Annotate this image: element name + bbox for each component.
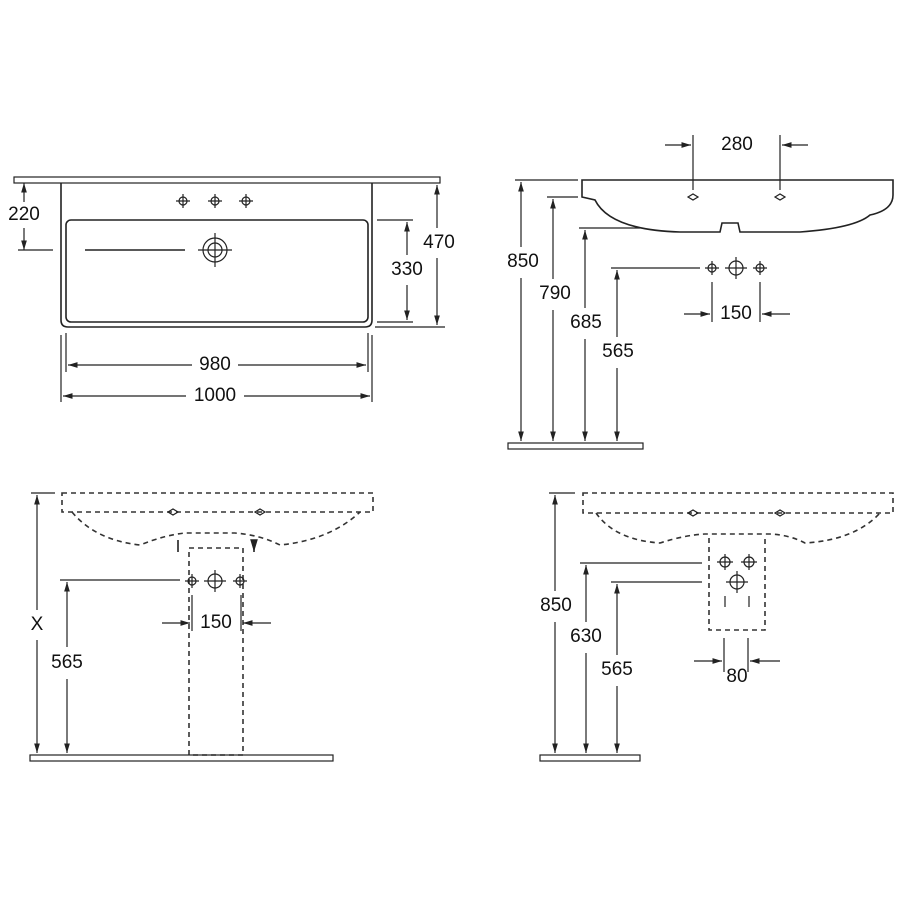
wall-line xyxy=(13,176,441,184)
dim-850-side: 850 xyxy=(507,251,539,272)
tap-holes-front xyxy=(686,509,787,517)
dim-150-front: 150 xyxy=(200,612,232,633)
dim-150-side: 150 xyxy=(720,303,752,324)
top-view: 220 330 470 980 1000 xyxy=(8,176,455,406)
dim-565-front: 565 xyxy=(51,652,83,673)
dim-565-siphon: 565 xyxy=(601,659,633,680)
basin-profile xyxy=(581,179,894,233)
dim-630: 630 xyxy=(570,626,602,647)
front-view-siphon: 850 630 565 80 xyxy=(539,492,894,762)
dim-685: 685 xyxy=(570,312,602,333)
dim-280: 280 xyxy=(721,134,753,155)
basin-outline xyxy=(60,183,373,328)
dim-220: 220 xyxy=(8,204,40,225)
dim-850-siphon: 850 xyxy=(540,595,572,616)
pedestal-dashed xyxy=(188,547,244,756)
dim-980: 980 xyxy=(199,354,231,375)
basin-outline-dashed xyxy=(61,492,374,513)
drain-icon xyxy=(198,233,232,267)
tap-holes-front xyxy=(166,508,267,516)
dim-470: 470 xyxy=(423,232,455,253)
tap-holes-side xyxy=(686,193,787,201)
tap-holes xyxy=(176,194,253,208)
supply-valves xyxy=(717,554,757,607)
floor-line xyxy=(507,442,644,450)
floor-line xyxy=(29,754,334,762)
siphon-dashed xyxy=(708,538,766,631)
supply-valves xyxy=(185,570,247,592)
dim-330: 330 xyxy=(391,259,423,280)
front-view-pedestal: X 565 150 xyxy=(29,492,374,762)
bowl-outline xyxy=(65,219,369,323)
dim-790: 790 xyxy=(539,283,571,304)
dim-1000: 1000 xyxy=(194,385,236,406)
side-view: 280 850 790 685 565 150 xyxy=(507,134,894,450)
floor-line xyxy=(539,754,641,762)
dim-80: 80 xyxy=(726,666,747,687)
supply-valves xyxy=(705,257,767,279)
dim-565-side: 565 xyxy=(602,341,634,362)
dim-x: X xyxy=(31,614,44,635)
